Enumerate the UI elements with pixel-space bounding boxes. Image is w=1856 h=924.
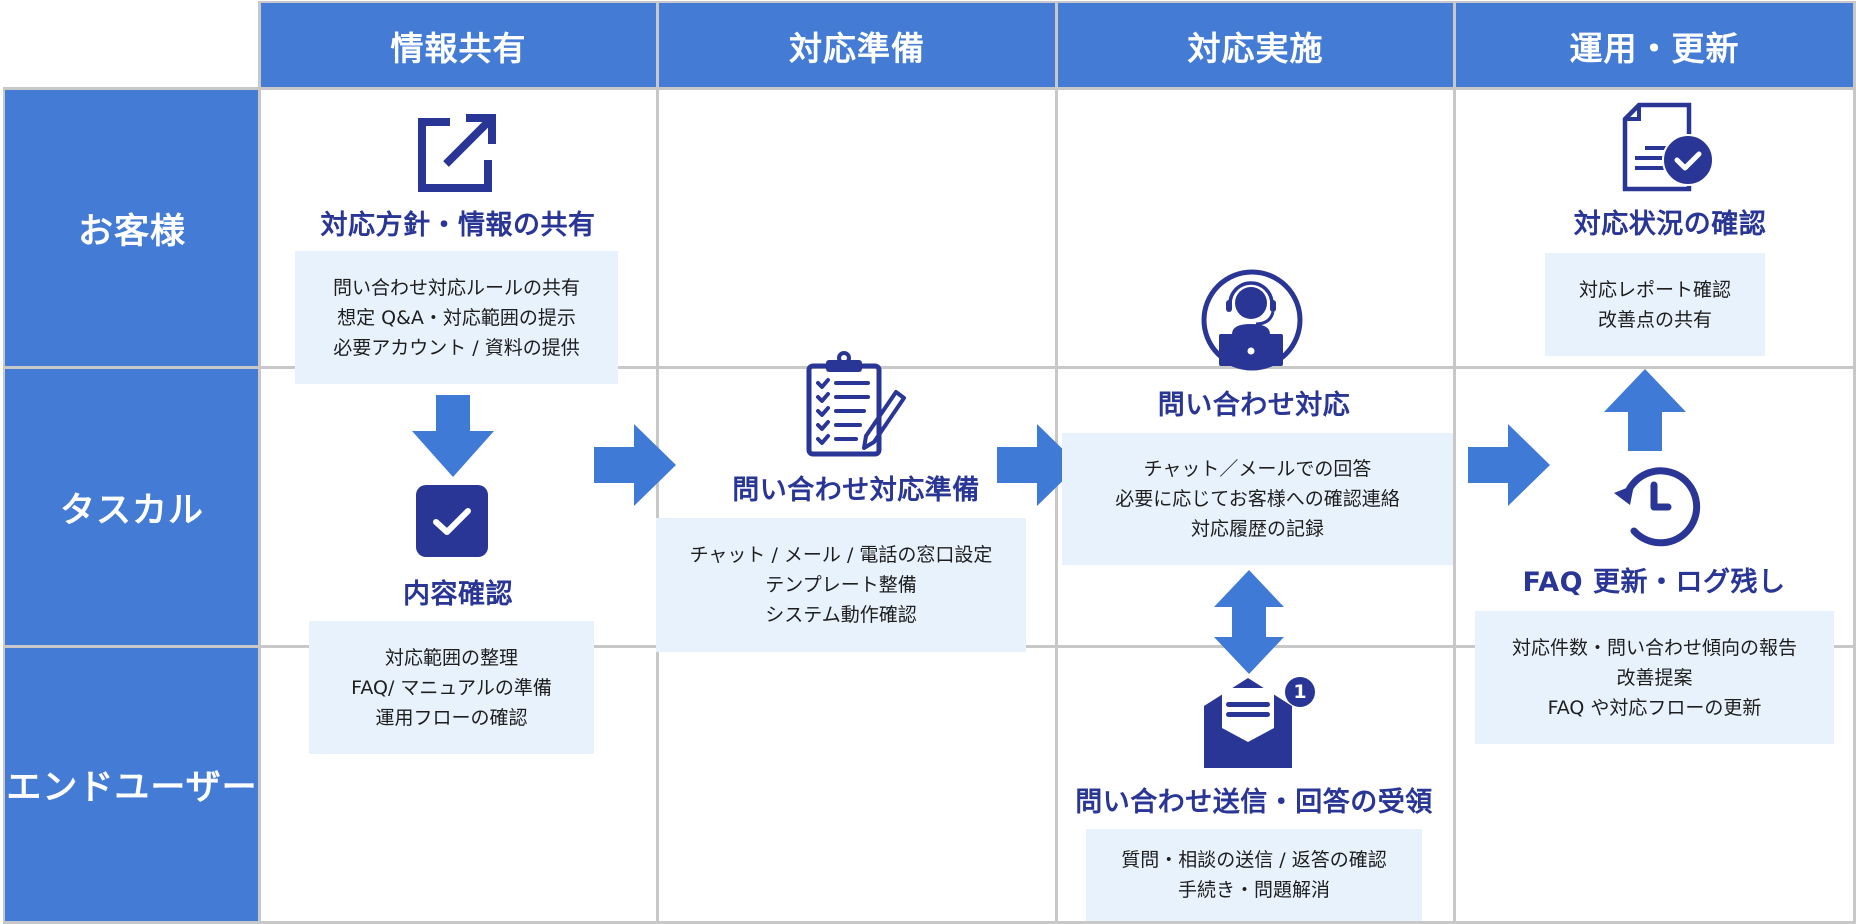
column-header-operation: 運用・更新 [1456,3,1853,88]
detail-line: 問い合わせ対応ルールの共有 [332,276,580,299]
external-link-icon [416,114,496,194]
checkbox-icon [416,485,488,557]
detail-line: 対応レポート確認 [1578,278,1731,301]
clipboard-checklist-icon [806,351,910,458]
detail-line: 質問・相談の送信 / 返答の確認 [1121,849,1387,871]
mail-notification-icon: 1 [1202,677,1322,772]
step-title: FAQ 更新・ログ残し [1522,567,1786,598]
grid-line [1453,1,1456,924]
step-detail-box: 質問・相談の送信 / 返答の確認 手続き・問題解消 [1086,829,1422,921]
detail-line: システム動作確認 [765,604,917,626]
detail-line: 想定 Q&A・対応範囲の提示 [337,306,576,329]
notification-badge: 1 [1293,681,1307,703]
arrow-down-icon [412,395,494,477]
row-label-end-user: エンドユーザー [5,648,259,921]
detail-line: 必要に応じてお客様への確認連絡 [1115,488,1400,510]
grid-line [3,87,1856,90]
detail-line: 必要アカウント / 資料の提供 [333,336,580,359]
step-title: 内容確認 [403,579,513,610]
arrow-right-icon [997,424,1079,506]
column-header-execution: 対応実施 [1058,3,1453,88]
detail-line: 対応履歴の記録 [1190,518,1324,540]
step-title: 問い合わせ対応 [1157,390,1351,421]
grid-line [1853,1,1856,924]
detail-line: テンプレート整備 [765,574,917,596]
detail-line: FAQ/ マニュアルの準備 [351,676,552,699]
history-icon [1612,463,1701,549]
detail-line: 運用フローの確認 [375,706,528,729]
arrow-right-icon [1468,424,1550,506]
document-check-icon [1622,102,1715,193]
detail-line: 対応範囲の整理 [384,646,518,669]
arrow-bidirectional-icon [1214,570,1284,674]
detail-line: 手続き・問題解消 [1177,879,1330,901]
step-detail-box: チャット／メールでの回答 必要に応じてお客様への確認連絡 対応履歴の記録 [1062,433,1453,565]
detail-line: 改善点の共有 [1597,308,1712,331]
step-title: 問い合わせ送信・回答の受領 [1075,787,1433,818]
step-detail-box: 対応範囲の整理 FAQ/ マニュアルの準備 運用フローの確認 [309,621,594,754]
arrow-up-icon [1604,369,1686,451]
detail-line: FAQ や対応フローの更新 [1547,696,1762,719]
grid-line [3,921,1856,924]
step-title: 対応方針・情報の共有 [320,210,596,241]
detail-line: チャット / メール / 電話の窓口設定 [689,544,993,566]
step-detail-box: 対応件数・問い合わせ傾向の報告 改善提案 FAQ や対応フローの更新 [1475,611,1834,744]
detail-line: 改善提案 [1616,666,1693,689]
step-title: 対応状況の確認 [1573,209,1767,240]
row-label-taskal: タスカル [5,369,259,645]
column-header-preparation: 対応準備 [659,3,1055,88]
support-agent-icon [1200,268,1304,372]
arrow-right-icon [594,424,676,506]
grid-line [3,366,1856,369]
step-detail-box: 問い合わせ対応ルールの共有 想定 Q&A・対応範囲の提示 必要アカウント / 資… [295,251,618,384]
detail-line: チャット／メールでの回答 [1143,458,1372,480]
step-detail-box: 対応レポート確認 改善点の共有 [1545,253,1765,356]
grid-line [258,1,261,924]
detail-line: 対応件数・問い合わせ傾向の報告 [1511,636,1797,659]
grid-line [3,87,5,924]
step-detail-box: チャット / メール / 電話の窓口設定 テンプレート整備 システム動作確認 [656,518,1026,652]
step-title: 問い合わせ対応準備 [732,475,980,506]
column-header-info-sharing: 情報共有 [261,3,656,88]
row-label-customer: お客様 [5,90,259,366]
